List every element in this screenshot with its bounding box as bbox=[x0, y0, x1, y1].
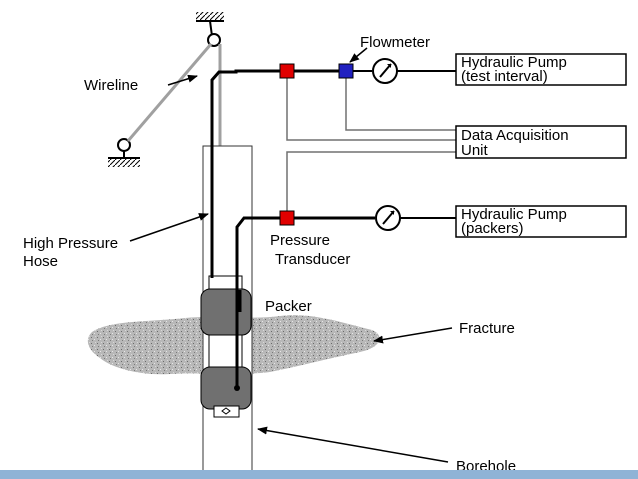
pump-packers-box bbox=[455, 205, 627, 238]
lower-packer bbox=[200, 366, 252, 410]
borehole-arrow bbox=[257, 426, 449, 463]
daq-label-1: Data Acquisition bbox=[461, 127, 569, 144]
packer-line-end bbox=[234, 385, 240, 391]
bottom-plug-diamond bbox=[221, 407, 231, 415]
flowmeter-label: Flowmeter bbox=[360, 34, 430, 51]
hp-hose-label-2: Hose bbox=[23, 253, 58, 270]
top-pulley bbox=[207, 33, 221, 47]
daq-wire-flowmeter bbox=[345, 78, 456, 131]
fracture-arrow bbox=[373, 327, 453, 344]
gauge-test-interval-icon bbox=[372, 58, 398, 84]
pump-test-label-2: (test interval) bbox=[461, 68, 548, 85]
hp-hose-label-1: High Pressure bbox=[23, 235, 118, 252]
pressure-transducer-bottom bbox=[279, 210, 295, 226]
top-pulley-hatch bbox=[196, 12, 224, 20]
daq-label-2: Unit bbox=[461, 142, 489, 159]
transducer-label-2: Transducer bbox=[275, 251, 350, 268]
bottom-bar bbox=[0, 470, 638, 479]
hp-hose-arrow bbox=[129, 213, 209, 242]
flowmeter-sensor bbox=[338, 63, 354, 79]
upper-packer bbox=[200, 288, 252, 336]
pump-packers-label-1: Hydraulic Pump bbox=[461, 206, 567, 223]
gauge-packers-icon bbox=[375, 205, 401, 231]
anchor-hatch bbox=[108, 159, 140, 167]
packer-label: Packer bbox=[265, 298, 312, 315]
pump-test-label-1: Hydraulic Pump bbox=[461, 54, 567, 71]
transducer-label-1: Pressure bbox=[270, 232, 330, 249]
data-acquisition-box bbox=[455, 125, 627, 159]
wireline-label: Wireline bbox=[84, 77, 138, 94]
pressure-transducer-top bbox=[279, 63, 295, 79]
daq-wire-transducer-top bbox=[286, 78, 456, 141]
fracture-label: Fracture bbox=[459, 320, 515, 337]
pump-test-interval-box bbox=[455, 53, 627, 86]
wireline-diagonal bbox=[126, 43, 213, 142]
daq-wire-transducer-bottom bbox=[286, 151, 456, 211]
pump-packers-label-2: (packers) bbox=[461, 220, 524, 237]
wireline-arrow bbox=[167, 74, 198, 86]
flowmeter-arrow bbox=[349, 47, 368, 63]
